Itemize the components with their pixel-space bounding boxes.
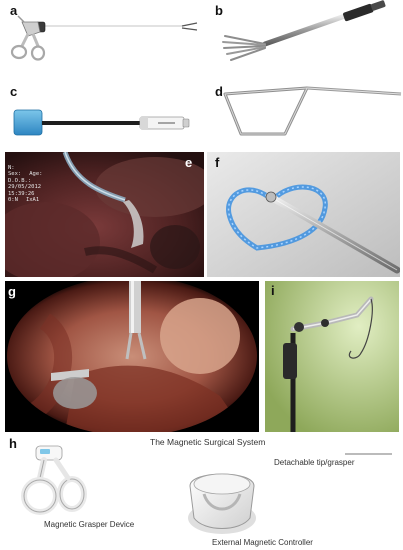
panel-c-label: c	[10, 84, 18, 99]
overlay-time: 15:39:26	[8, 190, 35, 197]
panel-h-label: h	[9, 436, 17, 451]
endoscopic-view-photo	[5, 281, 259, 432]
fan-retractor-image	[222, 0, 386, 61]
intraoperative-photo	[5, 152, 204, 277]
panel-g-label: g	[8, 284, 16, 299]
panel-h: h The Magnetic Surgical System Detachabl…	[0, 434, 403, 550]
panel-c: c	[0, 80, 200, 148]
magnetic-grasper-caption: Magnetic Grasper Device	[44, 520, 135, 529]
panel-g: g	[5, 281, 259, 432]
patient-info-overlay: N: Sex:Age: D.O.B.: 29/05/2012 15:39:26 …	[8, 165, 43, 203]
panel-d: d	[203, 80, 403, 148]
detachable-tip-caption: Detachable tip/grasper	[274, 458, 355, 467]
laparoscopic-forceps-image	[10, 15, 198, 61]
liver-retractor-image	[223, 86, 402, 136]
panel-a-label: a	[10, 3, 18, 18]
panel-e-label: e	[185, 155, 193, 170]
overlay-code: 0:N	[8, 197, 18, 204]
sponge-retractor-image	[13, 109, 190, 136]
external-controller-caption: External Magnetic Controller	[212, 538, 313, 547]
wire-loop-retractor-photo	[207, 152, 400, 277]
panel-a: a	[0, 0, 200, 72]
overlay-age: Age:	[29, 171, 43, 178]
overlay-name: N:	[8, 165, 15, 171]
overlay-mode: IxA1	[25, 197, 40, 204]
overlay-sex: Sex:	[8, 171, 22, 178]
overlay-date: 29/05/2012	[8, 184, 42, 191]
overlay-dob: D.O.B.:	[8, 177, 32, 184]
panel-i: i	[265, 281, 399, 432]
articulated-arm-photo	[265, 281, 399, 432]
panel-e: N: Sex:Age: D.O.B.: 29/05/2012 15:39:26 …	[5, 152, 204, 277]
panel-f-label: f	[215, 155, 220, 170]
magnetic-surgical-system-image	[21, 445, 394, 534]
panel-b-label: b	[215, 3, 223, 18]
panel-b: b	[203, 0, 403, 72]
panel-d-label: d	[215, 84, 223, 99]
magnetic-system-title: The Magnetic Surgical System	[150, 437, 266, 447]
panel-i-label: i	[271, 283, 275, 298]
panel-f: f	[207, 152, 400, 277]
